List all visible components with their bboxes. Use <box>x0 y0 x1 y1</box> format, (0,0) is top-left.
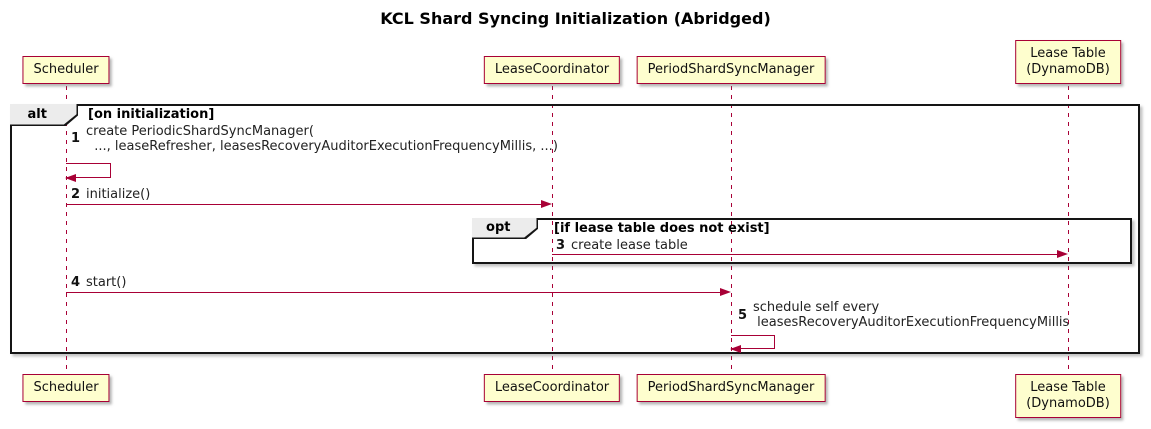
message-4-arrowhead-icon <box>720 288 731 296</box>
opt-frame-tab: opt <box>472 218 538 239</box>
participant-scheduler-bottom: Scheduler <box>22 374 110 402</box>
opt-frame-tab-label: opt <box>472 218 537 238</box>
participant-periodshardsyncmanager-bottom: PeriodShardSyncManager <box>636 374 826 402</box>
message-2-label: initialize() <box>86 187 151 202</box>
message-1-label: create PeriodicShardSyncManager( ..., le… <box>86 124 558 154</box>
message-4-arrow-line <box>66 292 722 293</box>
lifeline-leasetable <box>1068 86 1069 374</box>
participant-leasecoordinator-bottom: LeaseCoordinator <box>483 374 621 402</box>
message-5-number: 5 <box>738 308 748 323</box>
message-4-number: 4 <box>71 275 81 290</box>
diagram-title: KCL Shard Syncing Initialization (Abridg… <box>380 9 771 28</box>
opt-frame: opt <box>472 218 1132 264</box>
message-3-arrowhead-icon <box>1057 250 1068 258</box>
message-2-number: 2 <box>71 187 81 202</box>
lifeline-leasecoordinator <box>552 86 553 374</box>
message-3-arrow-line <box>552 254 1057 255</box>
lifeline-periodshardsyncmanager <box>731 86 732 374</box>
message-1-arrowhead-icon <box>65 174 76 182</box>
participant-scheduler-top: Scheduler <box>22 56 110 84</box>
message-2-arrowhead-icon <box>541 200 552 208</box>
alt-frame-condition: [on initialization] <box>88 107 215 122</box>
message-4-label: start() <box>86 275 127 290</box>
participant-leasecoordinator-top: LeaseCoordinator <box>483 56 621 84</box>
opt-frame-condition: [if lease table does not exist] <box>554 221 770 236</box>
alt-frame-tab-label: alt <box>10 104 77 125</box>
alt-frame-tab: alt <box>10 104 78 126</box>
message-1-self-arrow <box>65 163 111 182</box>
message-3-number: 3 <box>556 238 566 253</box>
message-5-self-arrow <box>730 335 775 353</box>
participant-leasetable-bottom: Lease Table (DynamoDB) <box>1015 374 1121 418</box>
lifeline-scheduler <box>66 86 67 374</box>
alt-frame: alt <box>10 104 1140 354</box>
participant-periodshardsyncmanager-top: PeriodShardSyncManager <box>636 56 826 84</box>
message-3-label: create lease table <box>571 238 688 253</box>
message-2-arrow-line <box>66 204 543 205</box>
participant-leasetable-top: Lease Table (DynamoDB) <box>1015 40 1121 84</box>
message-1-number: 1 <box>71 131 81 146</box>
message-5-label: schedule self every leasesRecoveryAudito… <box>753 300 1070 330</box>
message-5-arrowhead-icon <box>730 345 741 353</box>
